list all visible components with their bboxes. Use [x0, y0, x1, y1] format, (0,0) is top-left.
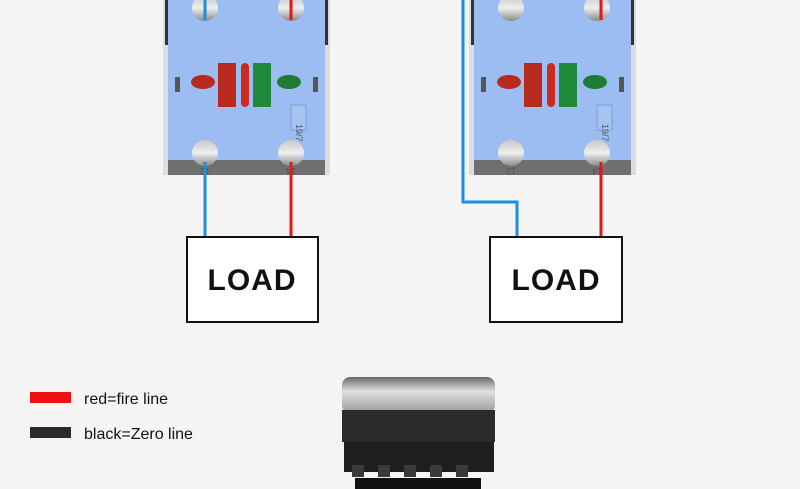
blue-wire [461, 0, 519, 237]
push-button-knob [342, 377, 495, 489]
legend-swatch-red [30, 392, 71, 403]
legend: red=fire line black=Zero line [30, 391, 193, 443]
load-box-right: LOAD [489, 236, 623, 323]
wires [203, 0, 603, 237]
terminal-label-right: 14 [592, 166, 602, 176]
legend-swatch-black [30, 427, 71, 438]
legend-label-fire: red=fire line [84, 391, 168, 408]
load-label: LOAD [512, 264, 601, 297]
push-button-switch-right: 19/7 12 14 [468, 0, 637, 176]
push-button-switch-left: 19/7 12 14 [162, 0, 331, 176]
load-label: LOAD [208, 264, 297, 297]
model-mark: 19/7 [294, 124, 304, 142]
model-mark: 19/7 [600, 124, 610, 142]
legend-label-zero: black=Zero line [84, 426, 193, 443]
terminal-label-left: 12 [506, 166, 516, 176]
load-box-left: LOAD [186, 236, 319, 323]
